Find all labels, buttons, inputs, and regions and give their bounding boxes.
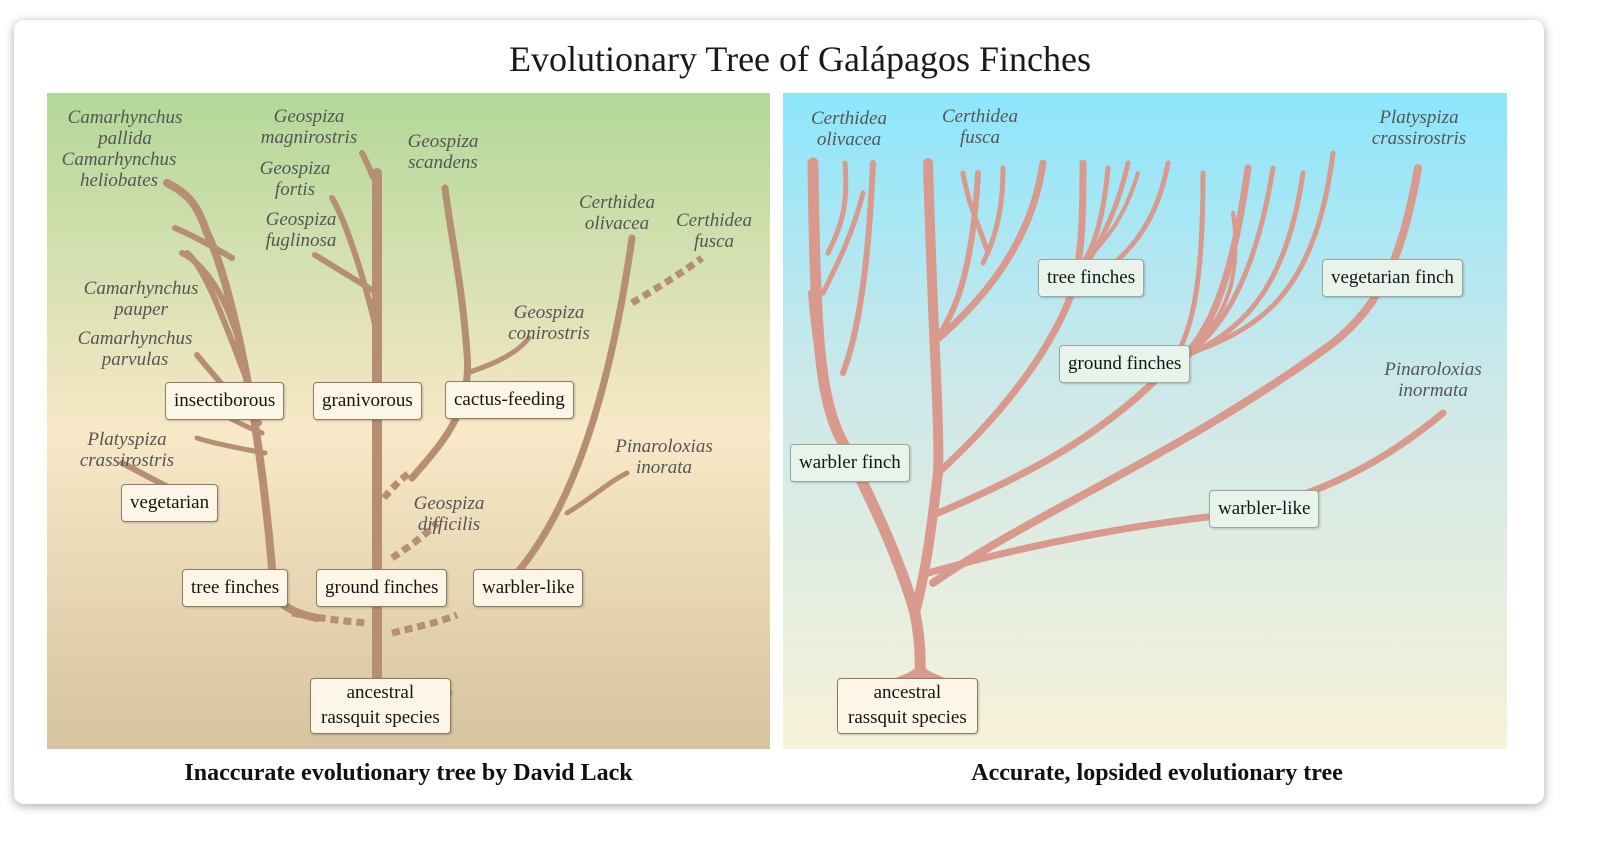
label-ground-finches: ground finches: [316, 569, 448, 607]
lack-tree-branches: [119, 150, 705, 698]
right-caption: Accurate, lopsided evolutionary tree: [971, 760, 1343, 786]
accurate-tree-branches: [807, 150, 1447, 689]
label-ground-finches-right: ground finches: [1059, 345, 1191, 383]
label-tree-finches: tree finches: [182, 569, 289, 607]
label-warbler-like: warbler-like: [473, 569, 584, 607]
label-warbler-like-right: warbler-like: [1209, 490, 1320, 528]
label-tree-finches-right: tree finches: [1038, 259, 1145, 297]
label-cactus-feeding: cactus-feeding: [445, 381, 574, 419]
label-vegetarian: vegetarian: [121, 484, 219, 522]
label-granivorous: granivorous: [313, 382, 422, 420]
label-warbler-finch: warbler finch: [790, 444, 910, 482]
left-caption: Inaccurate evolutionary tree by David La…: [184, 760, 633, 786]
label-vegetarian-finch: vegetarian finch: [1322, 259, 1463, 297]
label-insectiborous: insectiborous: [165, 382, 285, 420]
figure-title: Evolutionary Tree of Galápagos Finches: [509, 39, 1091, 79]
